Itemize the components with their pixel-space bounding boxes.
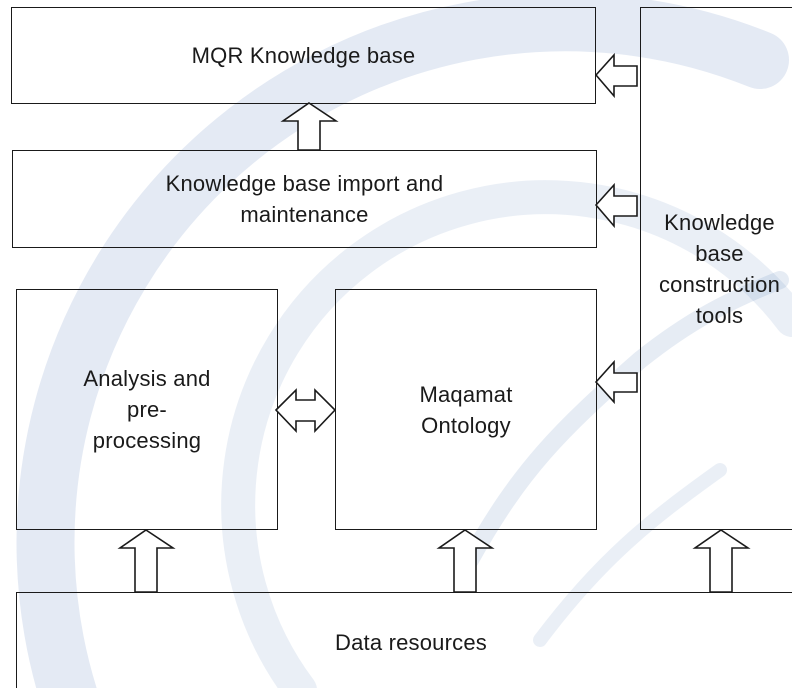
arrow-import-to-kb: [280, 102, 339, 151]
arrow-tools-to-ontology: [594, 359, 638, 405]
arrow-analysis-ontology: [274, 388, 337, 433]
data-resources-box: Data resources: [16, 592, 792, 688]
arrow-tools-to-kb: [594, 52, 638, 99]
arrow-data-to-ontology: [436, 529, 495, 593]
kb-box: MQR Knowledge base: [11, 7, 596, 104]
data-resources-label: Data resources: [335, 630, 487, 655]
arrow-data-to-analysis: [117, 529, 176, 593]
kb-label: MQR Knowledge base: [191, 43, 416, 68]
tools-label: Knowledge base construction tools: [658, 209, 780, 328]
import-label: Knowledge base import and maintenance: [165, 171, 444, 227]
analysis-label: Analysis and pre- processing: [83, 366, 211, 453]
analysis-box: Analysis and pre- processing: [16, 289, 278, 530]
ontology-label: Maqamat Ontology: [419, 381, 513, 438]
import-box: Knowledge base import and maintenance: [12, 150, 597, 248]
arrow-tools-to-import: [594, 182, 638, 229]
tools-box: Knowledge base construction tools: [640, 7, 792, 530]
arrow-data-to-tools: [692, 529, 751, 593]
